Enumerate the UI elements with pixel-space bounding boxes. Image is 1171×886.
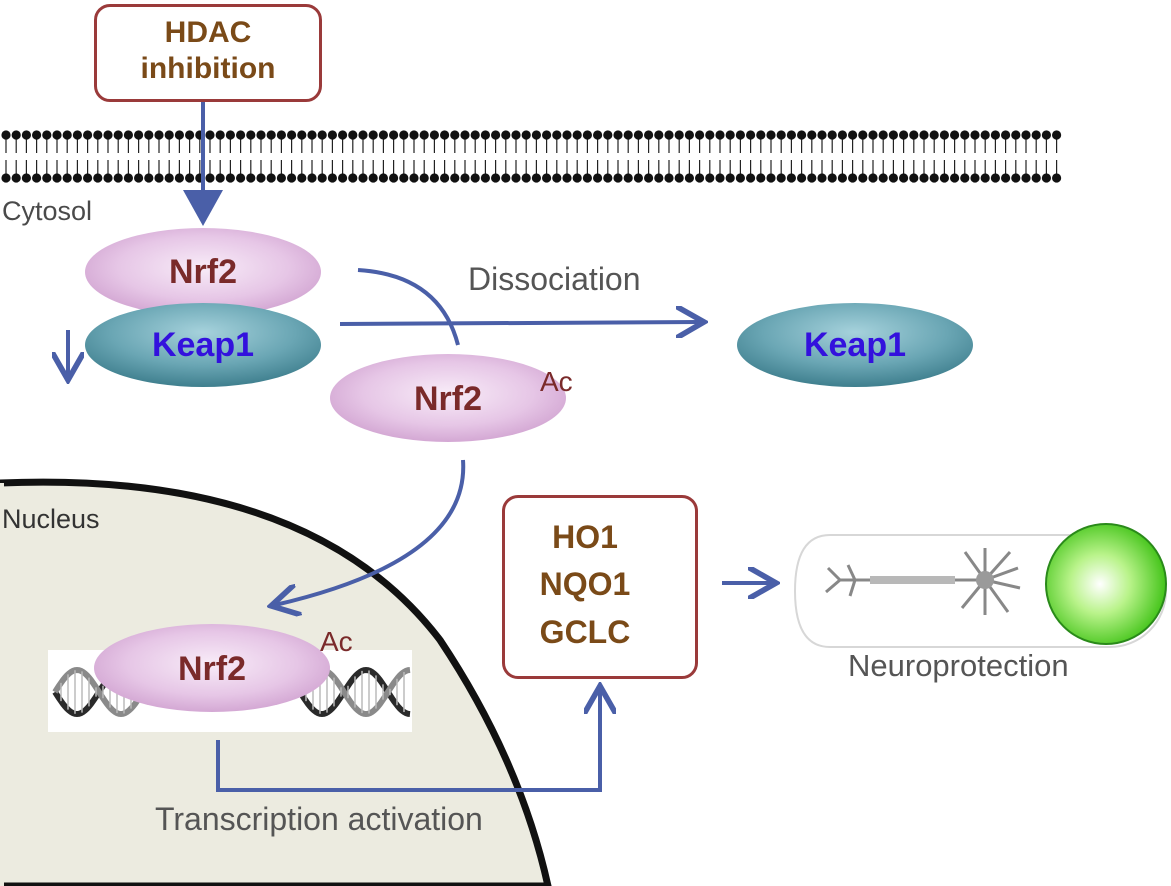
release-curve — [357, 268, 460, 346]
nuclear-nrf2-shape — [94, 624, 330, 712]
dna-helix-icon — [52, 666, 411, 718]
neuroprotection-label: Neuroprotection — [848, 648, 1069, 683]
translocation-arrow — [275, 459, 466, 605]
free-keap1-label: Keap1 — [803, 326, 907, 364]
acetylated-nrf2-label: Nrf2 — [413, 380, 483, 418]
hdac-inhibition-box — [94, 4, 322, 102]
dissociation-arrow — [339, 322, 700, 324]
neuron-icon — [793, 523, 1167, 648]
nucleus-label: Nucleus — [2, 504, 100, 534]
hdac-box-line2: inhibition — [140, 52, 276, 85]
gene-nqo1: NQO1 — [539, 566, 631, 602]
hdac-box-line1: HDAC — [164, 16, 252, 49]
dissociation-label: Dissociation — [468, 261, 641, 297]
complex-nrf2-shape — [85, 228, 321, 316]
transcription-arrow — [216, 690, 600, 792]
gene-ho1: HO1 — [552, 519, 618, 555]
nucleus-edge-mask — [0, 483, 4, 886]
complex-nrf2-label: Nrf2 — [168, 253, 238, 291]
complex-keap1-label: Keap1 — [151, 326, 255, 364]
nuclear-nrf2-label: Nrf2 — [177, 650, 247, 688]
nuclear-nrf2-ac-mark: Ac — [320, 626, 353, 657]
cell-membrane — [1, 130, 1062, 183]
transcription-activation-label: Transcription activation — [155, 801, 483, 837]
complex-keap1-shape — [85, 303, 321, 387]
free-keap1-shape — [737, 303, 973, 387]
cytosol-label: Cytosol — [2, 196, 93, 226]
acetylated-nrf2-shape — [330, 354, 566, 442]
acetylated-nrf2-ac-mark: Ac — [540, 366, 573, 397]
target-genes-box — [502, 495, 698, 679]
gene-gclc: GCLC — [539, 614, 631, 650]
